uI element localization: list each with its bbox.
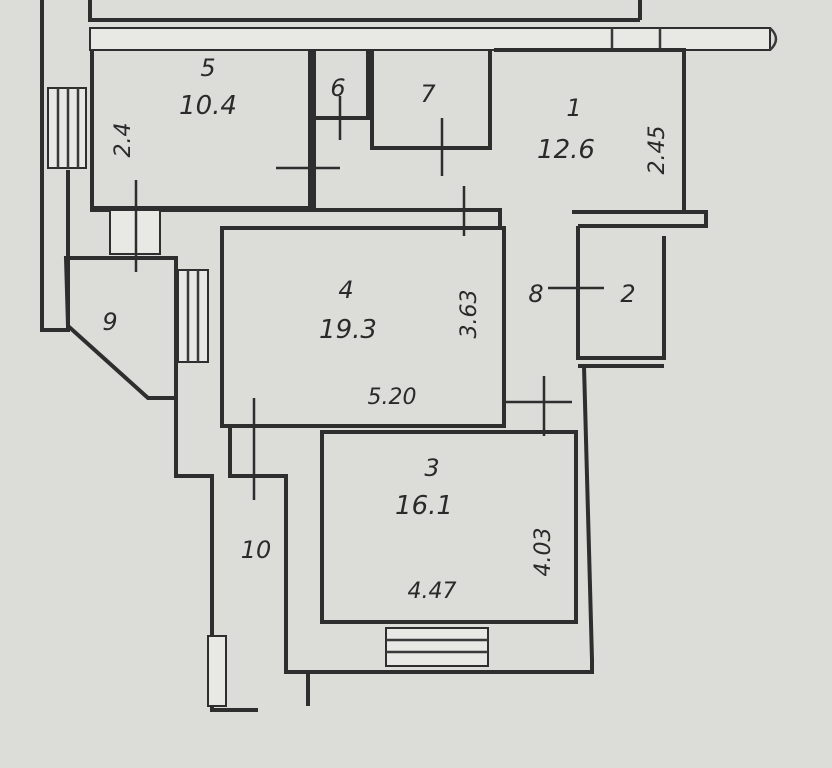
- room-5-number: 5: [200, 54, 215, 82]
- room-1-dim: 2.45: [645, 126, 670, 175]
- room-3-number: 3: [424, 454, 439, 482]
- room-2-number: 2: [620, 280, 635, 308]
- room-3-dim-w: 4.47: [408, 579, 457, 604]
- room-5-area: 10.4: [179, 91, 237, 121]
- room-9: [63, 256, 209, 400]
- room-4-dim-w: 5.20: [368, 385, 417, 410]
- room-4-area: 19.3: [319, 315, 377, 345]
- left-window: [47, 87, 87, 169]
- room-3-dim-h: 4.03: [531, 528, 556, 577]
- room-8-number: 8: [528, 280, 543, 308]
- room-6: [312, 50, 370, 208]
- room-3: [288, 365, 594, 674]
- room-4: [220, 226, 572, 436]
- room-1: [494, 48, 708, 228]
- room-4-number: 4: [338, 276, 353, 304]
- room-5-dim: 2.4: [111, 123, 136, 158]
- room-2: [548, 226, 666, 368]
- room-7-number: 7: [420, 80, 436, 108]
- room-6-number: 6: [330, 74, 345, 102]
- room-labels: 5 10.4 2.4 6 7 1 12.6 2.45 4 19.3 3.63 5…: [102, 54, 670, 604]
- room-10-number: 10: [241, 536, 272, 564]
- room-7: [370, 50, 492, 176]
- room-1-number: 1: [566, 94, 581, 122]
- exterior-walls: [40, 0, 778, 332]
- room-10: [174, 398, 310, 712]
- room-3-area: 16.1: [395, 491, 453, 521]
- room-9-number: 9: [102, 308, 117, 336]
- room-4-dim-h: 3.63: [457, 290, 482, 339]
- room-1-area: 12.6: [537, 135, 595, 165]
